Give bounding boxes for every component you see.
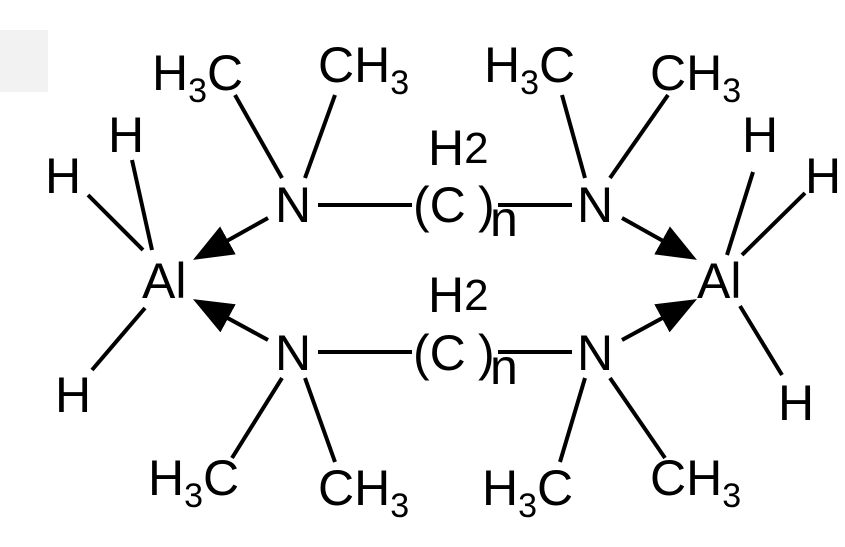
methylene-bottom-close: ) bbox=[478, 325, 495, 381]
methylene-bottom-open: (C bbox=[413, 325, 466, 381]
atom-h-right-top: H bbox=[742, 107, 778, 163]
atom-n-top-left: N bbox=[275, 177, 311, 233]
bond-al-left-h-lower bbox=[90, 306, 147, 372]
methyl-top-right-1: H3C bbox=[484, 37, 575, 102]
bond-n-tl-methyl-right bbox=[303, 94, 337, 179]
atom-al-right: Al bbox=[697, 253, 741, 309]
bonds bbox=[86, 93, 807, 463]
methylene-bottom-h2: H2 bbox=[428, 267, 489, 323]
bond-n-bl-methyl-right bbox=[303, 377, 337, 463]
background-shade bbox=[0, 30, 48, 92]
methylene-top-repeat-n: n bbox=[490, 191, 518, 247]
methylene-top-close: ) bbox=[478, 177, 495, 233]
methyl-top-left-2: CH3 bbox=[318, 37, 409, 102]
bond-n-bl-methyl-left bbox=[230, 376, 284, 460]
atom-n-top-right: N bbox=[577, 177, 613, 233]
methylene-top-open: (C bbox=[413, 177, 466, 233]
bond-n-br-methyl-right bbox=[608, 376, 667, 460]
bond-n-tr-methyl-right bbox=[608, 93, 670, 180]
atom-labels: Al Al H H H H H H N N N N H3C CH3 H3C CH… bbox=[45, 37, 841, 525]
methyl-bottom-right-2: CH3 bbox=[650, 450, 741, 515]
bond-al-right-h-lower bbox=[738, 304, 784, 377]
bond-n-br-methyl-left bbox=[558, 377, 587, 463]
dative-bond-top-right bbox=[621, 216, 697, 260]
methyl-top-right-2: CH3 bbox=[650, 45, 741, 110]
atom-al-left: Al bbox=[142, 253, 186, 309]
dative-bond-bottom-right bbox=[621, 299, 698, 342]
atom-h-left-top: H bbox=[108, 107, 144, 163]
atom-n-bottom-left: N bbox=[275, 325, 311, 381]
methyl-top-left-1: H3C bbox=[152, 45, 243, 110]
bond-al-right-h-top bbox=[725, 171, 755, 256]
dative-bond-top-left bbox=[193, 216, 269, 260]
methylene-bottom-repeat-n: n bbox=[490, 339, 518, 395]
atom-h-right-lower: H bbox=[778, 375, 814, 431]
bond-al-left-h-top bbox=[130, 159, 154, 251]
atom-h-left-lower: H bbox=[55, 367, 91, 423]
methyl-bottom-left-2: CH3 bbox=[318, 460, 409, 525]
atom-h-right-upper: H bbox=[805, 148, 841, 204]
methylene-top-h2: H2 bbox=[428, 120, 489, 176]
atom-n-bottom-right: N bbox=[577, 325, 613, 381]
dative-bond-bottom-left bbox=[192, 299, 269, 342]
methyl-bottom-left-1: H3C bbox=[148, 450, 239, 515]
bond-al-left-h-upper bbox=[86, 193, 145, 252]
methyl-bottom-right-1: H3C bbox=[482, 460, 573, 525]
bond-n-tl-methyl-left bbox=[233, 94, 284, 179]
bond-al-right-h-upper bbox=[740, 191, 807, 257]
bond-n-tr-methyl-left bbox=[560, 94, 587, 179]
atom-h-left-upper: H bbox=[45, 148, 81, 204]
